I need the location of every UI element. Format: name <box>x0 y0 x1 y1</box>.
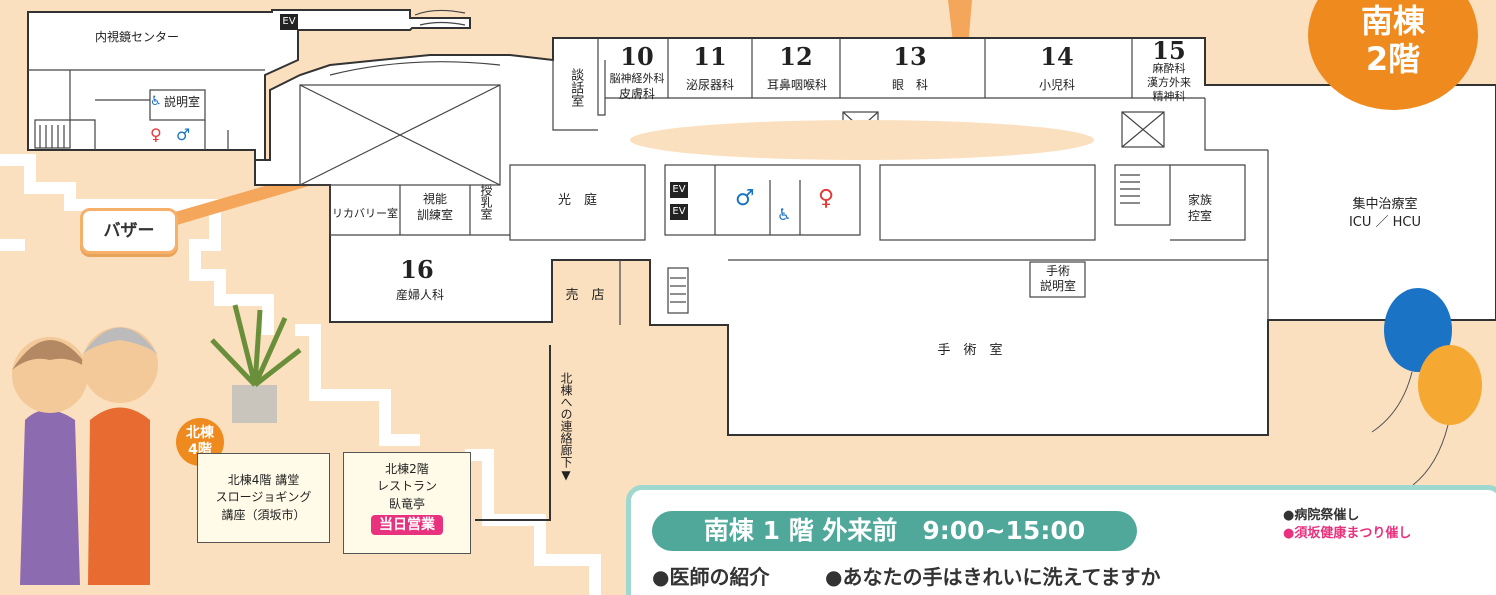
north4-line1: 北棟4階 講堂 <box>227 473 300 487</box>
plant-illustration <box>210 304 302 423</box>
north2-line3: 臥竜亭 <box>388 496 425 511</box>
room-visual-training-line2: 訓練室 <box>416 208 453 222</box>
open-today-badge: 当日営業 <box>371 515 443 536</box>
endoscopy-building <box>27 9 471 161</box>
courtyard: 光 庭 <box>557 193 597 208</box>
male-restroom-icon: ♂ <box>735 186 755 211</box>
room-10-number: 10 <box>620 42 654 71</box>
room-visual-training-line1: 視能 <box>422 192 447 206</box>
room-endoscopy: 内視鏡センター <box>95 30 180 44</box>
room-surgery-explanation-line2: 説明室 <box>1039 279 1076 293</box>
room-12-number: 12 <box>779 42 813 71</box>
legend-hospital-festival: ●病院祭催し <box>1283 508 1360 523</box>
wheelchair-icon: ♿ <box>150 94 162 109</box>
room-13-ophthalmology: 眼 科 <box>891 78 928 92</box>
badge-building: 南棟 <box>1360 2 1425 40</box>
room-15-kampo: 漢方外来 <box>1147 76 1191 89</box>
room-shop: 売 店 <box>565 288 605 303</box>
main-building <box>254 37 1496 436</box>
room-15-number: 15 <box>1152 36 1186 65</box>
elevator-1: EV <box>670 182 688 198</box>
room-16-number: 16 <box>400 255 434 284</box>
room-explanation: 説明室 <box>164 95 201 109</box>
elevator-2: EV <box>670 204 688 220</box>
corridor-line <box>475 345 551 521</box>
room-10-neurosurgery: 脳神経外科 <box>609 72 665 85</box>
room-nursing: 授乳室 <box>479 184 493 220</box>
male-restroom-icon: ♂ <box>176 125 191 144</box>
legend-suzaka-health-festival: ●須坂健康まつり催し <box>1283 526 1412 541</box>
panel-item-doctors: ●医師の紹介 <box>652 565 770 589</box>
bazaar-tag: バザー <box>80 208 178 254</box>
panel-item-handwashing: ●あなたの手はきれいに洗えてますか <box>825 565 1161 589</box>
room-family-waiting-line2: 控室 <box>1187 209 1212 223</box>
room-11-urology: 泌尿器科 <box>685 78 734 92</box>
female-restroom-icon: ♀ <box>818 186 835 211</box>
badge-floor: 2階 <box>1365 40 1421 78</box>
room-icu-line1: 集中治療室 <box>1352 197 1418 212</box>
balloons <box>1371 288 1482 486</box>
north-2f-restaurant-box: 北棟2階 レストラン 臥竜亭 当日営業 <box>343 452 471 554</box>
panel-title: 南棟 1 階 外来前 9:00~15:00 <box>652 511 1137 551</box>
room-15-psychiatry: 精神科 <box>1152 90 1186 103</box>
room-14-pediatrics: 小児科 <box>1038 78 1075 92</box>
room-operating: 手 術 室 <box>937 343 1003 358</box>
elevator-endoscopy: EV <box>280 14 298 30</box>
corridor-to-north-building: 北棟への連絡廊下▼ <box>559 372 573 482</box>
north4-line2: スロージョギング <box>215 490 312 505</box>
room-14-number: 14 <box>1040 42 1074 71</box>
event-area-oval <box>630 120 1094 160</box>
room-lounge: 談話室 <box>568 68 584 107</box>
north4-line3: 講座（須坂市） <box>221 507 306 522</box>
female-restroom-icon: ♀ <box>150 125 162 144</box>
room-15-anesthesiology: 麻酔科 <box>1152 62 1186 75</box>
room-13-number: 13 <box>893 42 927 71</box>
room-11-number: 11 <box>693 42 727 71</box>
room-12-ent: 耳鼻咽喉科 <box>766 78 827 92</box>
elderly-couple-illustration <box>12 327 158 585</box>
room-surgery-explanation-line1: 手術 <box>1045 264 1070 278</box>
room-family-waiting-line1: 家族 <box>1187 193 1212 207</box>
wheelchair-icon: ♿ <box>777 205 792 224</box>
room-16-obstetrics: 産婦人科 <box>395 288 444 302</box>
room-recovery: リカバリー室 <box>332 207 398 220</box>
north2-line2: レストラン <box>376 479 437 494</box>
north4-badge-line1: 北棟 <box>186 425 214 441</box>
room-icu-line2: ICU ／ HCU <box>1348 215 1422 230</box>
north-4f-event-box: 北棟4階 講堂 スロージョギング 講座（須坂市） <box>197 453 330 543</box>
north2-line1: 北棟2階 <box>385 462 429 476</box>
room-10-dermatology: 皮膚科 <box>618 87 655 101</box>
